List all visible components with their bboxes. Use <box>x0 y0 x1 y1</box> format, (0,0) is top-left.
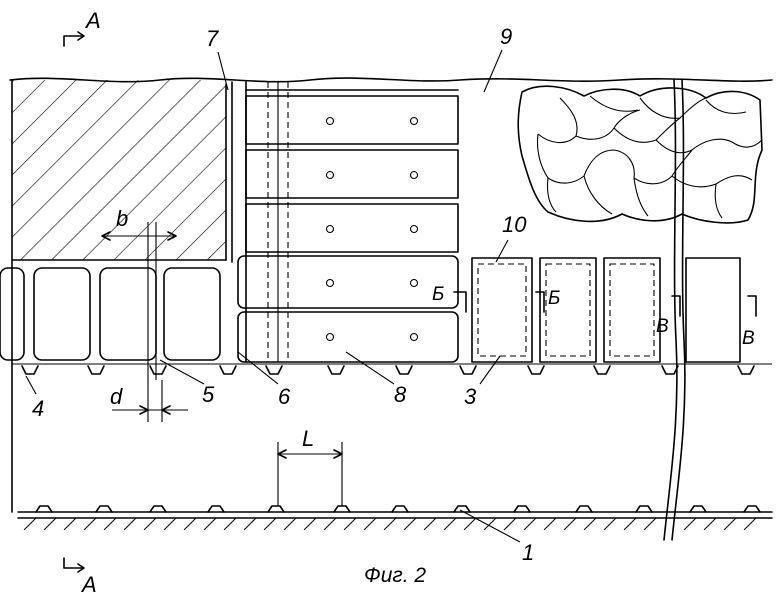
cut-marks: Б Б В В <box>432 284 757 349</box>
callout-8: 8 <box>394 382 407 407</box>
callout-10: 10 <box>502 212 527 237</box>
callout-1: 1 <box>522 540 534 565</box>
leader-lines <box>25 49 521 543</box>
ground-hatching <box>23 517 757 531</box>
callout-numbers: 7 9 10 4 5 6 8 3 1 <box>32 24 534 565</box>
section-mark-bottom: A <box>63 557 97 597</box>
callout-4: 4 <box>32 396 44 421</box>
dimension-l-label: L <box>302 426 314 451</box>
section-label-bottom: A <box>80 572 97 597</box>
cell-row <box>0 267 221 361</box>
callout-9: 9 <box>500 24 512 49</box>
vertical-post <box>663 79 686 541</box>
dimension-l: L <box>277 426 343 506</box>
section-label-top: A <box>84 8 101 33</box>
dimension-b: b <box>101 206 177 380</box>
bolt-holes <box>325 116 419 342</box>
form-boxes <box>471 257 741 363</box>
cut-label-v-right: В <box>742 328 755 349</box>
dimension-d: d <box>110 380 188 422</box>
upper-anchor-row <box>12 363 772 375</box>
cut-label-b-right: Б <box>548 288 560 309</box>
hatched-block <box>11 80 233 263</box>
plate-stack <box>237 81 459 363</box>
figure-caption: Фиг. 2 <box>364 564 426 587</box>
rubble-stones <box>517 85 763 224</box>
callout-5: 5 <box>202 382 215 407</box>
dimension-d-label: d <box>110 384 123 409</box>
callout-6: 6 <box>278 384 291 409</box>
cut-label-v-left: В <box>656 316 669 337</box>
section-mark-top: A <box>63 8 101 47</box>
ground-rail <box>17 505 773 531</box>
cut-label-b-left: Б <box>432 284 444 305</box>
callout-7: 7 <box>206 26 219 51</box>
dimension-b-label: b <box>116 206 128 231</box>
callout-3: 3 <box>464 384 477 409</box>
